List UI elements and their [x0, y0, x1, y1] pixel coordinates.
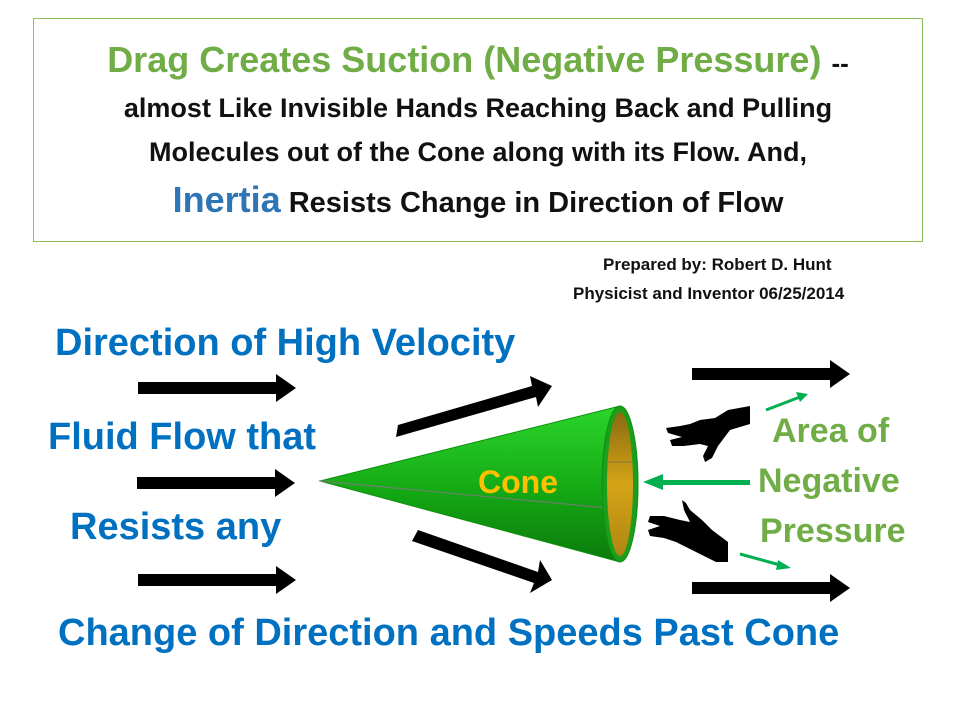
suction-arrow-into-cone [643, 474, 750, 490]
flow-arrow-left-bottom [138, 566, 296, 594]
cone-label: Cone [478, 464, 558, 500]
credit-author: Prepared by: Robert D. Hunt [603, 255, 832, 274]
flow-arrow-diagonal-up [396, 376, 552, 437]
title-line-3: Molecules out of the Cone along with its… [149, 137, 807, 167]
title-line-2: almost Like Invisible Hands Reaching Bac… [123, 93, 833, 123]
flow-arrow-right-top [692, 360, 850, 388]
credit-role-date: Physicist and Inventor 06/25/2014 [573, 284, 845, 303]
flow-text-line-4: Change of Direction and Speeds Past Cone [58, 612, 840, 654]
suction-arrow-up-right [765, 392, 808, 412]
hand-icon-lower [648, 500, 728, 562]
title-highlight-green: Drag Creates Suction (Negative Pressure) [107, 39, 822, 80]
title-dash: -- [831, 48, 849, 78]
negative-pressure-line-3: Pressure [760, 512, 906, 550]
title-box: Drag Creates Suction (Negative Pressure)… [33, 18, 923, 242]
title-line-1: Drag Creates Suction (Negative Pressure)… [34, 39, 922, 81]
title-line-4: Inertia Resists Change in Direction of F… [34, 179, 922, 221]
flow-arrow-left-middle [137, 469, 295, 497]
flow-text-line-2: Fluid Flow that [48, 416, 317, 458]
flow-arrow-diagonal-down [412, 530, 552, 593]
suction-arrow-down-right [739, 552, 791, 570]
flow-arrow-left-top [138, 374, 296, 402]
flow-text-line-3: Resists any [70, 506, 282, 548]
title-highlight-inertia: Inertia [172, 179, 281, 220]
flow-arrow-right-bottom [692, 574, 850, 602]
negative-pressure-line-2: Negative [758, 462, 900, 500]
hand-icon-upper [666, 406, 750, 462]
flow-text-line-1: Direction of High Velocity [55, 322, 516, 364]
cone-shape [318, 405, 639, 563]
negative-pressure-line-1: Area of [772, 412, 890, 450]
title-line-4-rest: Resists Change in Direction of Flow [288, 187, 784, 219]
